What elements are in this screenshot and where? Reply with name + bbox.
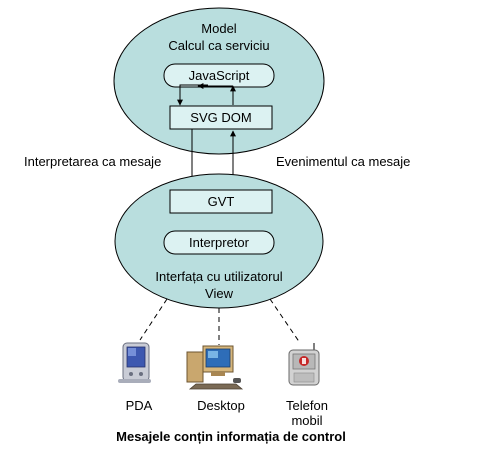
device-label-pda: PDA bbox=[126, 398, 153, 413]
interpretor-label: Interpretor bbox=[189, 235, 250, 250]
interpretor-box bbox=[163, 230, 275, 255]
event-label: Evenimentul ca mesaje bbox=[276, 154, 410, 169]
pda-icon bbox=[118, 342, 151, 383]
svg-dom-box bbox=[169, 105, 273, 130]
connector-pda bbox=[139, 298, 168, 341]
interpretation-label: Interpretarea ca mesaje bbox=[24, 154, 161, 169]
model-title: Model bbox=[201, 21, 237, 36]
connector-phone bbox=[269, 298, 301, 344]
gvt-label: GVT bbox=[208, 194, 235, 209]
caption: Mesajele conțin informația de control bbox=[116, 429, 346, 444]
javascript-box bbox=[163, 63, 275, 88]
view-title: Interfața cu utilizatorul bbox=[155, 269, 282, 284]
model-subtitle: Calcul ca serviciu bbox=[168, 38, 269, 53]
device-label-phone: Telefon bbox=[286, 398, 328, 413]
javascript-label: JavaScript bbox=[189, 68, 250, 83]
device-label-phone-line2: mobil bbox=[291, 413, 322, 428]
svg-dom-label: SVG DOM bbox=[190, 110, 251, 125]
device-label-desktop: Desktop bbox=[197, 398, 245, 413]
gvt-box bbox=[169, 189, 273, 214]
mobile-phone-icon bbox=[288, 343, 320, 386]
desktop-computer-icon bbox=[186, 345, 244, 390]
view-subtitle: View bbox=[205, 286, 234, 301]
